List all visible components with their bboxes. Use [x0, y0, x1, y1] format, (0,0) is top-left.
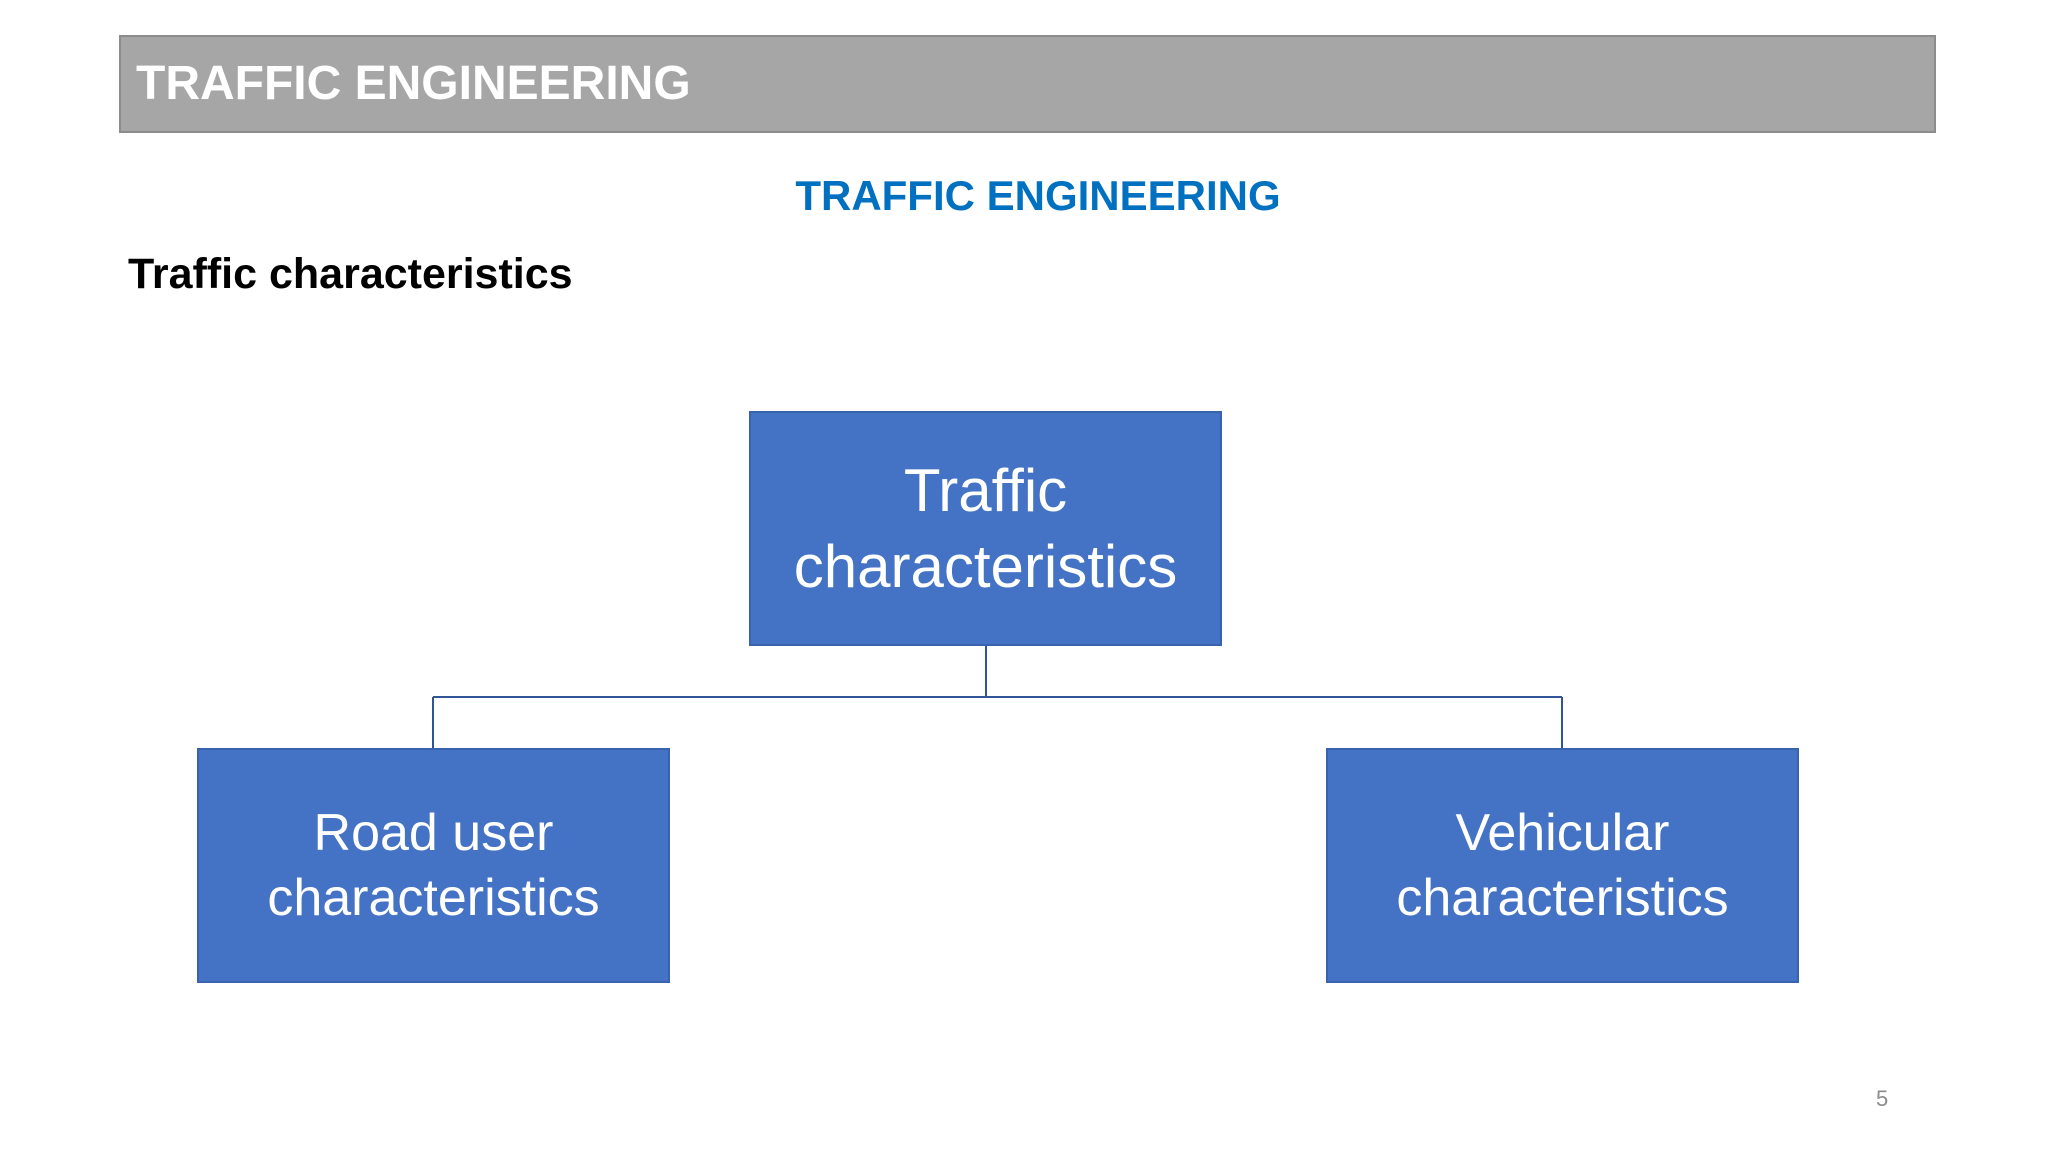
section-heading: Traffic characteristics — [128, 250, 573, 298]
slide-subtitle: TRAFFIC ENGINEERING — [795, 172, 1281, 219]
node-label: Vehicular characteristics — [1384, 801, 1740, 931]
node-label-line: characteristics — [267, 868, 600, 927]
node-label-line: characteristics — [793, 532, 1178, 600]
node-vehicular-characteristics: Vehicular characteristics — [1326, 748, 1799, 983]
node-traffic-characteristics: Traffic characteristics — [749, 411, 1222, 646]
node-label-line: Traffic — [903, 456, 1068, 524]
header-title: TRAFFIC ENGINEERING — [136, 57, 691, 110]
node-road-user-characteristics: Road user characteristics — [197, 748, 670, 983]
node-label-line: Vehicular — [1455, 803, 1670, 862]
slide-number: 5 — [1876, 1086, 1889, 1111]
node-label: Traffic characteristics — [782, 453, 1189, 605]
header-bar: TRAFFIC ENGINEERING — [119, 35, 1936, 133]
node-label-line: characteristics — [1396, 868, 1729, 927]
node-label: Road user characteristics — [255, 801, 611, 931]
node-label-line: Road user — [313, 803, 554, 862]
